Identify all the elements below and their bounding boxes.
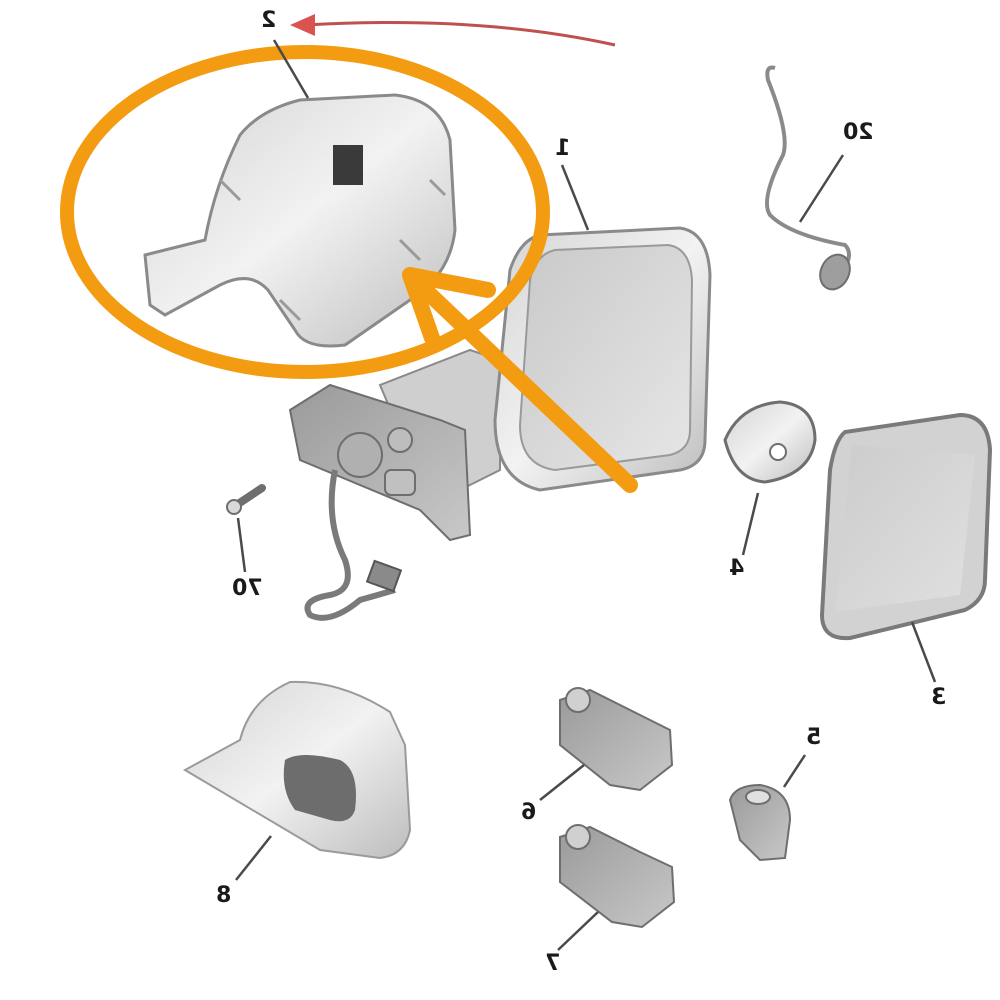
part-5-mirror-switch[interactable] xyxy=(728,783,792,862)
callout-6[interactable]: 6 xyxy=(521,800,537,825)
part-2-mirror-cover-cap[interactable] xyxy=(143,93,457,348)
highlight-ellipse xyxy=(60,45,550,379)
callout-5[interactable]: 5 xyxy=(806,725,822,750)
callout-70[interactable]: 70 xyxy=(232,576,263,601)
part-6-switch-block[interactable] xyxy=(559,687,674,792)
callout-2[interactable]: 2 xyxy=(261,8,277,33)
callout-1[interactable]: 1 xyxy=(555,136,571,161)
part-7-switch-block[interactable] xyxy=(559,824,676,929)
callout-8[interactable]: 8 xyxy=(216,883,232,908)
red-pointer-arrow xyxy=(290,14,616,47)
callout-3[interactable]: 3 xyxy=(931,685,947,710)
part-70-screw[interactable] xyxy=(226,484,266,515)
callout-7[interactable]: 7 xyxy=(545,951,561,976)
callout-20[interactable]: 20 xyxy=(843,120,874,145)
part-20-wiring-harness[interactable] xyxy=(765,65,855,295)
part-4-adjuster-plate[interactable] xyxy=(723,400,817,484)
part-8-interior-trim[interactable] xyxy=(182,680,412,860)
callout-4[interactable]: 4 xyxy=(729,556,745,581)
leader-lines xyxy=(235,39,937,951)
part-3-mirror-glass[interactable] xyxy=(819,412,993,641)
mirror-actuator-base[interactable] xyxy=(288,383,472,621)
highlight-arrow xyxy=(402,267,638,493)
